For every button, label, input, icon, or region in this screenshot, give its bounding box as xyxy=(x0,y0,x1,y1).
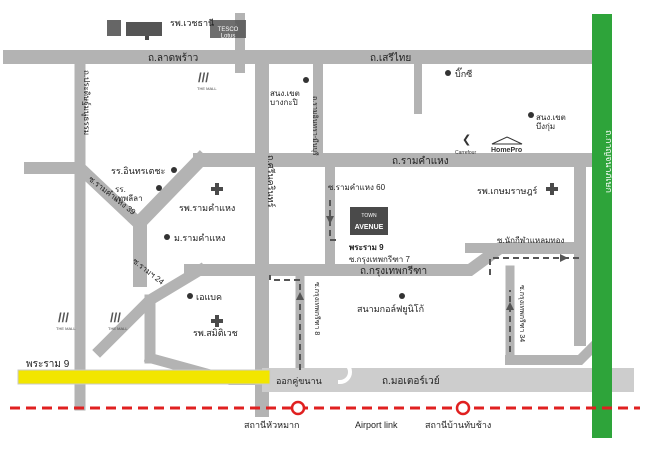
road-kanchanaphisek xyxy=(592,14,612,438)
road-ram-khamhaeng-west xyxy=(133,150,210,287)
route-to-project xyxy=(269,200,580,370)
label-ram-university: ม.รามคำแหง xyxy=(174,233,225,243)
label-wetchathani: รพ.เวชธานี xyxy=(170,18,214,28)
hospital-cross-icon xyxy=(546,183,558,195)
label-hua-mak: สถานีหัวหมาก xyxy=(244,420,300,430)
project-logo xyxy=(350,207,388,235)
label-ban-thap-chang: สถานีบ้านทับช้าง xyxy=(425,420,491,430)
label-rama9-7: พระราม 9 xyxy=(349,243,384,252)
logo-carrefour-group: ❮ Carrefour HomePro xyxy=(455,134,523,156)
marker-district-bangkapi xyxy=(303,77,309,83)
marker-bigc xyxy=(445,70,451,76)
hospital-cross-icon xyxy=(211,315,223,327)
label-kanchanaphisek: ถ.กาญจนาภิเษก xyxy=(604,130,614,193)
mall-logo-label: THE MALL xyxy=(197,86,217,91)
label-samitivej: รพ.สมิติเวช xyxy=(193,328,238,338)
marker-ram-university xyxy=(164,234,170,240)
road-network xyxy=(3,13,634,417)
marker-thepleela-school xyxy=(156,185,162,191)
mall-logo-icon: /// xyxy=(58,310,69,325)
marker-district-bueng-kum xyxy=(528,112,534,118)
label-abac: เอแบค xyxy=(196,292,222,302)
mall-logo-label: THE MALL xyxy=(56,326,76,331)
station-hua-mak-marker xyxy=(290,400,306,416)
logo-homepro: HomePro xyxy=(491,147,522,154)
label-soi-kk8: ซ.กรุงเทพกรีฑา 8 xyxy=(313,282,321,335)
place-labels: รพ.เวชธานี สนง.เขตบางกะปิ บิ๊กซี สนง.เขต… xyxy=(111,18,566,430)
label-airport-link: Airport link xyxy=(355,420,398,430)
label-intarachai: รร.อินทรเตชะ xyxy=(111,166,166,176)
logo-carrefour: Carrefour xyxy=(455,150,476,156)
mall-logo-icon: /// xyxy=(198,70,209,85)
label-thepleela-school: รร.เทพลีลา xyxy=(115,185,143,203)
project-logo-town: TOWN xyxy=(361,213,377,219)
logo-icon-2 xyxy=(126,22,162,36)
label-krungthep-kritha-7: ซ.กรุงเทพกรีฑา 7 xyxy=(349,255,410,264)
road-lower-east xyxy=(505,332,608,365)
marker-golf xyxy=(399,293,405,299)
project-town-avenue[interactable]: TOWN AVENUE xyxy=(350,207,388,235)
label-golf: สนามกอล์ฟยูนิโก้ xyxy=(357,303,424,315)
label-bigc: บิ๊กซี xyxy=(455,67,472,79)
label-seri-thai: ถ.เสรีไทย xyxy=(370,52,411,64)
logo-carrefour-icon: ❮ xyxy=(462,134,471,146)
road-motorway xyxy=(262,368,634,392)
label-lat-phrao: ถ.ลาดพร้าว xyxy=(148,52,198,64)
label-district-bueng-kum: สนง.เขตบึงกุ่ม xyxy=(536,113,566,131)
label-rama9-left: พระราม 9 xyxy=(26,359,70,370)
label-krungthep-kritha: ถ.กรุงเทพกรีฑา xyxy=(360,265,427,277)
label-kasemrad: รพ.เกษมราษฎร์ xyxy=(477,185,538,196)
label-ramintra-kaset: ถ.รามอินทรา-มีนบุรี xyxy=(311,96,319,156)
label-srinakarin: ถ.ศรีนครินทร์ xyxy=(266,155,277,208)
label-ram-60: ซ.รามคำแหง 60 xyxy=(328,183,386,192)
logo-icon-1 xyxy=(107,20,121,36)
route-arrows xyxy=(296,216,568,310)
label-soi-kk34: ซ.กรุงเทพกรีฑา 34 xyxy=(518,285,526,342)
road-rama9 xyxy=(17,369,271,385)
station-ban-thap-chang-marker xyxy=(455,400,471,416)
label-district-bangkapi: สนง.เขตบางกะปิ xyxy=(270,89,300,107)
hospital-cross-icon xyxy=(211,183,223,195)
exit-uturn xyxy=(337,359,352,385)
label-pradit-manutham: ถ.ประดิษฐ์มนูธรรม xyxy=(81,70,92,135)
poi-markers xyxy=(156,70,534,299)
label-exit: ออกคู่ขนาน xyxy=(276,376,322,387)
mall-logo-label: THE MALL xyxy=(108,326,128,331)
mall-logo-icon: /// xyxy=(110,310,121,325)
label-motorway: ถ.มอเตอร์เวย์ xyxy=(382,375,440,387)
project-logo-avenue: AVENUE xyxy=(355,224,384,231)
mall-logos: /// THE MALL /// THE MALL /// THE MALL xyxy=(56,70,217,331)
label-nak-kila: ซ.นักกีฬาแหลมทอง xyxy=(497,236,564,245)
marker-abac xyxy=(187,293,193,299)
marker-intarachai xyxy=(171,167,177,173)
label-hosp-ramkhamhaeng: รพ.รามคำแหง xyxy=(179,203,235,213)
label-ram-khamhaeng: ถ.รามคำแหง xyxy=(392,156,449,167)
logo-homepro-roof xyxy=(491,136,523,145)
logo-tesco-box xyxy=(210,20,246,38)
